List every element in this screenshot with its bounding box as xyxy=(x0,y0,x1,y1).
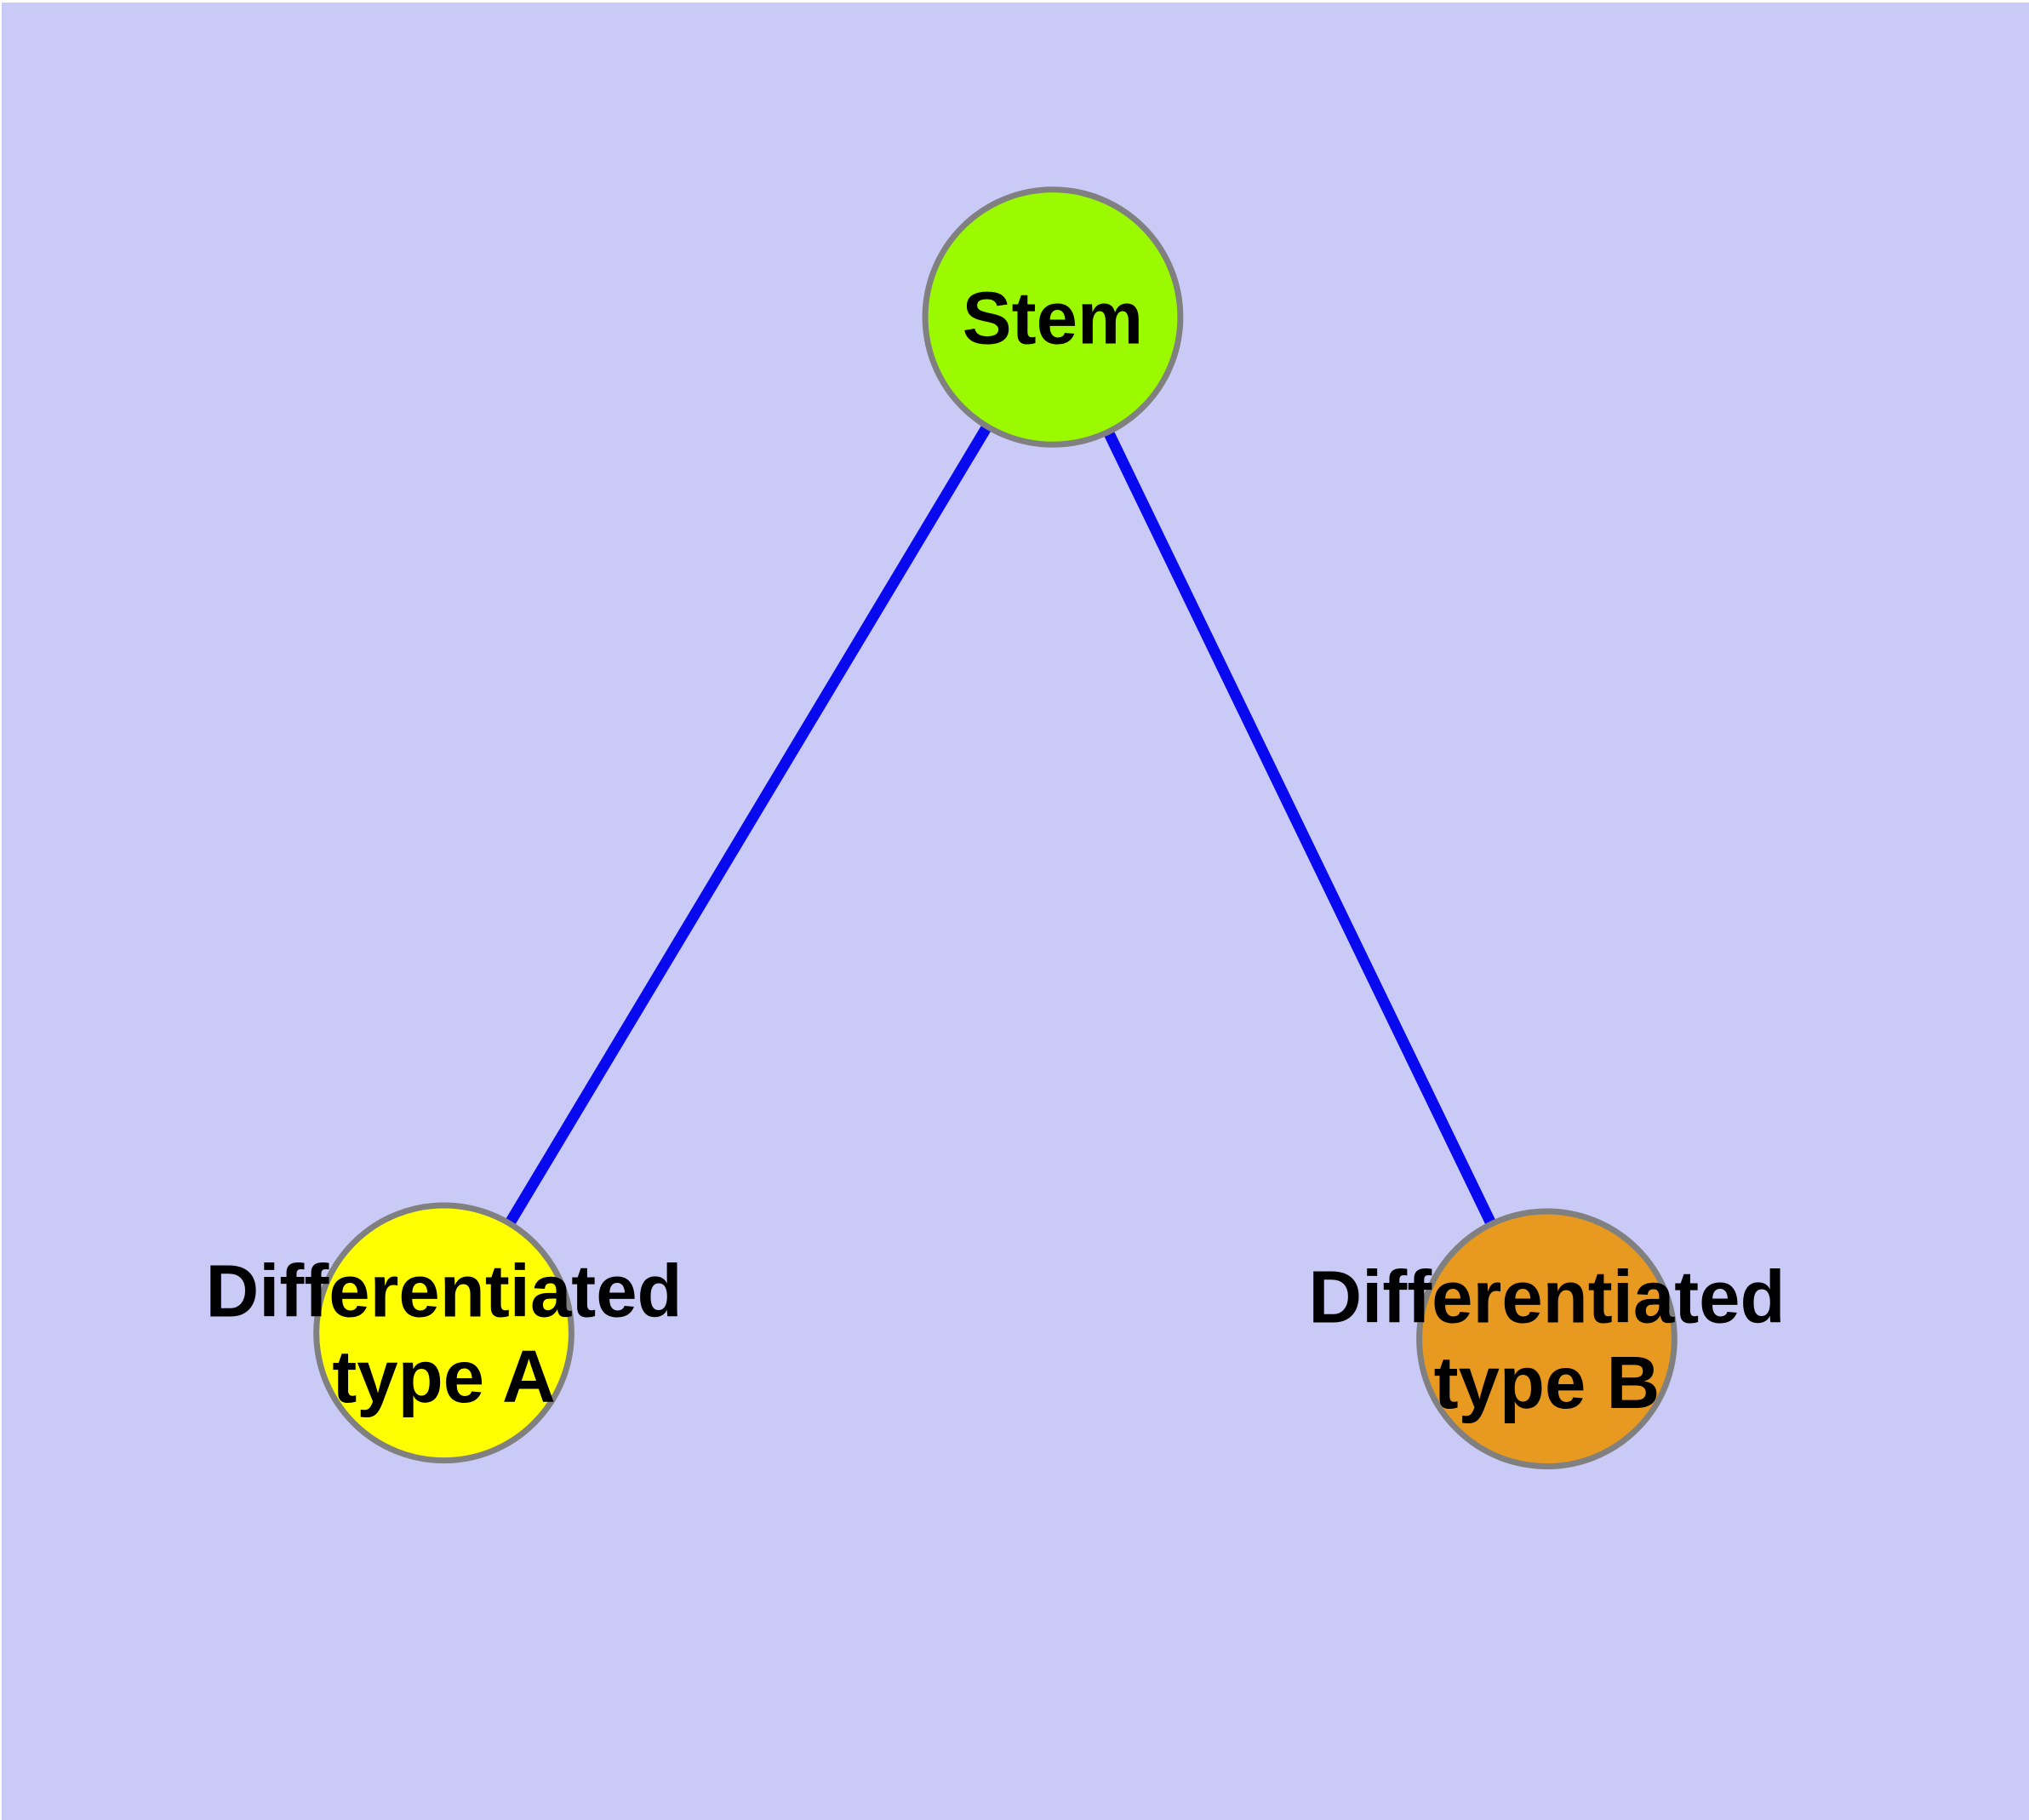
node-circle-differentiated-type-a xyxy=(313,1202,574,1464)
node-label-differentiated-type-b-line-2: type B xyxy=(1434,1342,1660,1424)
node-label-differentiated-type-a-line-2: type A xyxy=(332,1336,555,1418)
edge-stem-to-differentiated-type-b xyxy=(1048,314,1552,1342)
node-label-stem-line-1: Stem xyxy=(963,277,1144,359)
node-label-differentiated-type-b-line-1: Differentiated xyxy=(1308,1256,1785,1338)
node-circle-stem xyxy=(922,186,1184,448)
node-label-differentiated-type-a-line-1: Differentiated xyxy=(205,1250,682,1332)
edge-stem-to-differentiated-type-a xyxy=(438,314,1058,1336)
node-stem: Stem xyxy=(922,186,1184,448)
node-circle-differentiated-type-b xyxy=(1416,1208,1677,1470)
edges-layer xyxy=(438,314,1552,1342)
